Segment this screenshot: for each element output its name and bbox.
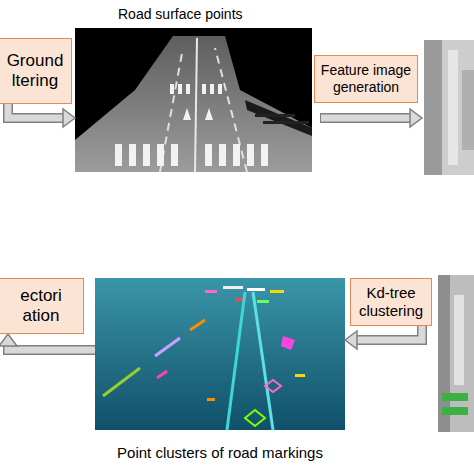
arrow-head (0, 334, 17, 346)
illustration-line (215, 48, 247, 172)
arrow-shaft-outline (8, 104, 63, 118)
illustration-line (190, 320, 205, 330)
illustration-g (115, 84, 268, 166)
illustration-polygon (281, 336, 295, 350)
arrow-shaft-group (8, 104, 63, 118)
illustration-rect (75, 28, 312, 172)
illustration-rect (178, 84, 182, 94)
illustration-rect (261, 144, 268, 166)
illustration-rect (205, 144, 212, 166)
illustration-line (103, 368, 140, 396)
illustration-rect (255, 114, 295, 117)
illustration-rect (210, 84, 214, 94)
illustration-rect (170, 84, 174, 94)
illustration-rect (219, 144, 226, 166)
illustration-rect (202, 84, 206, 94)
process-box: Feature image generation (314, 55, 418, 103)
box-label: ectori ation (3, 286, 79, 327)
image-panel: Road surface points (75, 28, 312, 172)
illustration-rect (186, 84, 190, 94)
illustration-line (227, 292, 245, 430)
illustration-polygon (75, 36, 312, 172)
illustration-rect (424, 40, 442, 175)
arrow-shaft (8, 104, 63, 118)
illustration-rect (218, 84, 222, 94)
arrow-shaft (357, 326, 422, 340)
caption-holder: Road surface points (118, 5, 243, 23)
box-label: Kd-tree clustering (355, 284, 427, 320)
illustration-rect (115, 144, 122, 166)
illustration-polygon (183, 108, 191, 120)
clustering-image-crop (438, 275, 474, 432)
illustration-rect (247, 144, 254, 166)
process-box: Kd-tree clustering (350, 278, 432, 326)
point-cluster-image (95, 278, 345, 430)
arrow-shaft-outline (357, 326, 422, 340)
arrow-shaft-group (8, 346, 95, 350)
arrow-head (345, 331, 357, 349)
flow-arrow (8, 104, 75, 127)
illustration-rect (171, 144, 178, 166)
illustration-rect (442, 407, 468, 415)
illustration-rect (270, 290, 284, 293)
illustration-polygon (245, 410, 265, 426)
process-box: ectori ation (0, 278, 84, 334)
illustration-rect (233, 144, 240, 166)
panel-caption: Point clusters of road markings (117, 444, 323, 461)
illustration-polygon (410, 109, 422, 127)
illustration-rect (257, 300, 269, 303)
illustration-rect (157, 144, 164, 166)
illustration-rect (247, 288, 265, 291)
illustration-rect (448, 50, 458, 165)
box-label: Ground ltering (3, 51, 67, 92)
process-box: Ground ltering (0, 38, 72, 104)
arrow-shaft-group (357, 326, 422, 340)
illustration-line (320, 113, 410, 123)
illustration-line (321, 115, 411, 122)
illustration-line (157, 371, 167, 378)
caption-holder: Point clusters of road markings (95, 444, 345, 462)
illustration-polygon (245, 100, 312, 136)
illustration-rect (424, 40, 474, 175)
illustration-rect (207, 398, 215, 401)
road-surface-image (75, 28, 312, 172)
illustration-line (155, 338, 180, 356)
illustration-rect (454, 295, 464, 385)
illustration-rect (143, 144, 150, 166)
flow-arrow (0, 334, 95, 350)
illustration-polygon (265, 380, 281, 392)
illustration-rect (442, 393, 468, 401)
arrow-head (63, 109, 75, 127)
flow-arrow (345, 326, 422, 349)
illustration-rect (263, 121, 309, 124)
illustration-rect (462, 70, 474, 150)
illustration-line (195, 38, 197, 172)
illustration-rect (223, 286, 243, 289)
image-panel: Point clusters of road markings (95, 278, 345, 430)
illustration-rect (205, 290, 217, 293)
illustration-rect (129, 144, 136, 166)
feature-image-crop (424, 40, 474, 175)
illustration-line (253, 292, 273, 430)
arrow-shaft-outline (8, 346, 95, 350)
illustration-rect (295, 374, 305, 377)
arrow-shaft (8, 346, 95, 350)
illustration-polygon (205, 108, 213, 120)
box-label: Feature image generation (319, 62, 413, 96)
illustration-rect (95, 278, 345, 430)
panel-title: Road surface points (118, 6, 243, 22)
illustration-rect (438, 275, 474, 432)
